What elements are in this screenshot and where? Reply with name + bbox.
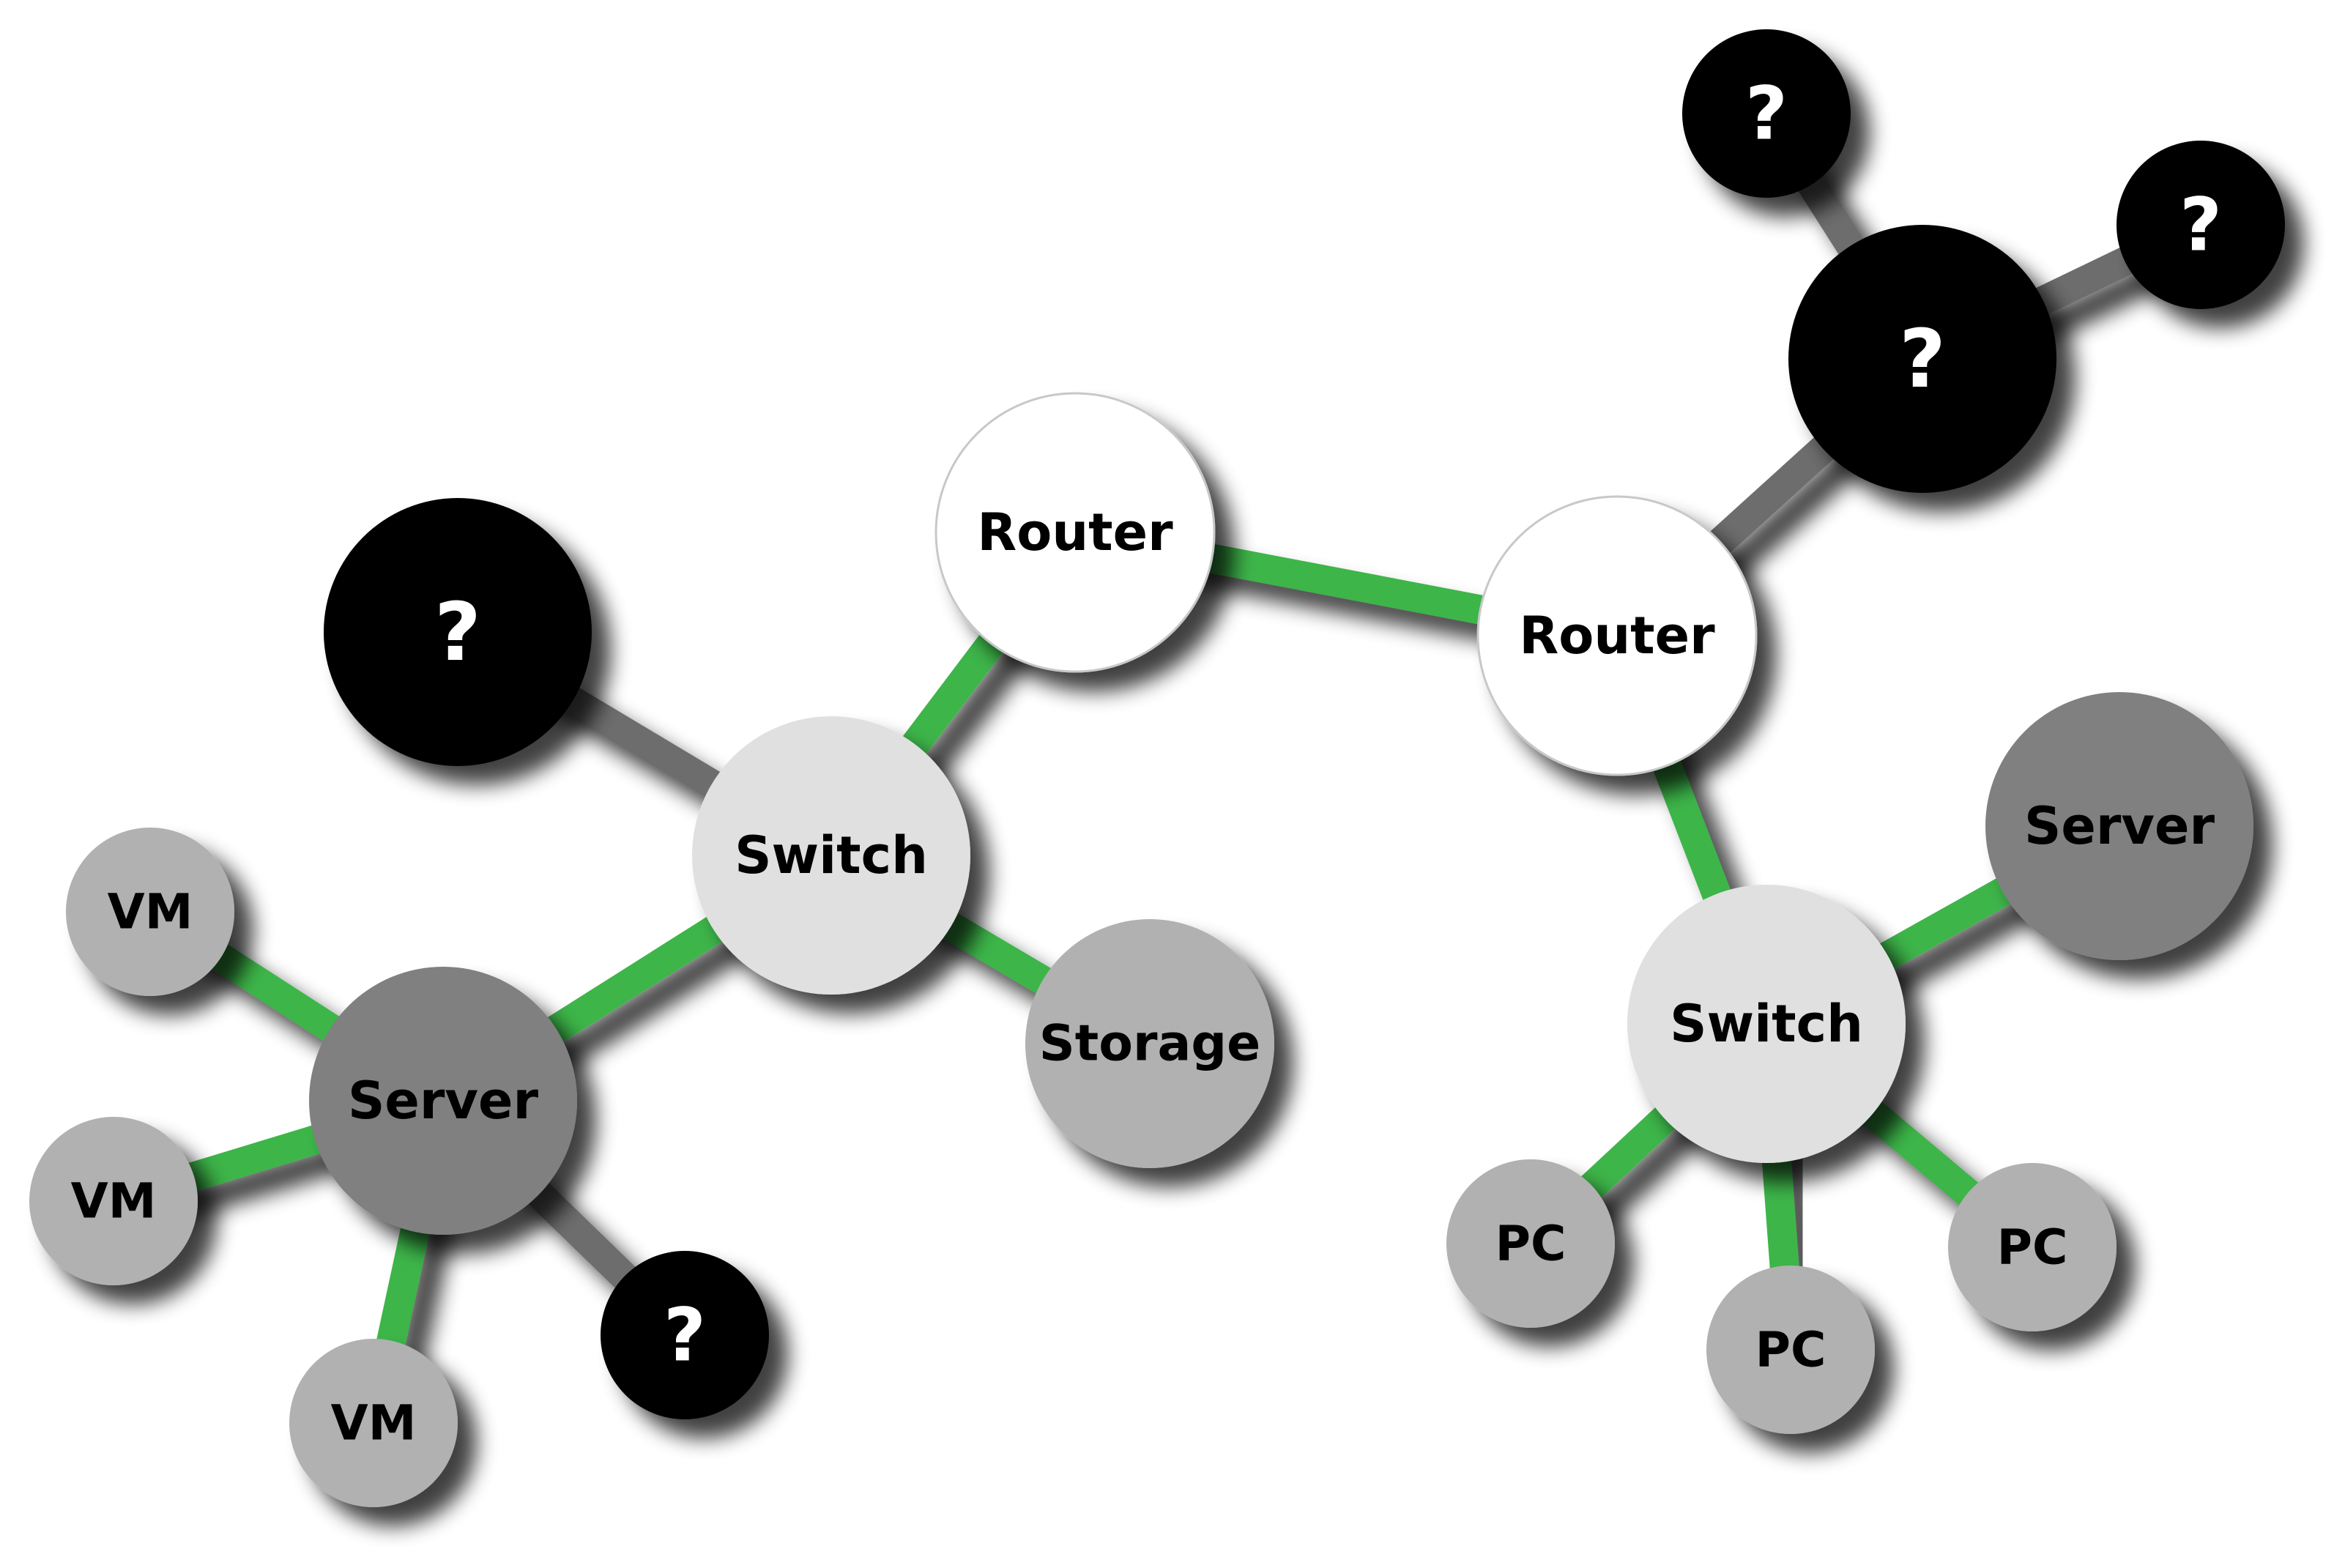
node-label: PC (1997, 1219, 2068, 1276)
nodes-layer: RouterRouterSwitchSwitchServerServerStor… (29, 29, 2285, 1507)
endpoint-circle[interactable] (1025, 919, 1274, 1168)
node-label: PC (1755, 1322, 1826, 1378)
node-server-left[interactable]: Server (309, 967, 577, 1235)
unknown-circle[interactable] (1682, 29, 1851, 198)
endpoint-circle[interactable] (1948, 1163, 2117, 1331)
node-router-left[interactable]: Router (934, 392, 1216, 673)
endpoint-circle[interactable] (1446, 1159, 1615, 1328)
node-label: VM (108, 884, 193, 940)
node-label: Switch (1670, 994, 1863, 1054)
switch-circle[interactable] (692, 716, 970, 995)
node-label: Server (2024, 796, 2215, 856)
node-label: PC (1495, 1216, 1567, 1272)
unknown-circle[interactable] (324, 498, 592, 766)
unknown-circle[interactable] (1788, 225, 2056, 493)
node-pc-3[interactable]: PC (1948, 1163, 2117, 1331)
node-label: Switch (735, 825, 928, 885)
node-unknown-2[interactable]: ? (601, 1251, 769, 1419)
endpoint-circle[interactable] (1706, 1266, 1875, 1434)
node-server-right[interactable]: Server (1985, 692, 2253, 960)
server-circle[interactable] (309, 967, 577, 1235)
endpoint-circle[interactable] (66, 828, 234, 996)
node-unknown-5[interactable]: ? (2117, 141, 2285, 309)
node-label: ? (434, 585, 481, 679)
node-pc-2[interactable]: PC (1706, 1266, 1875, 1434)
node-label: Router (977, 502, 1173, 562)
node-router-right[interactable]: Router (1476, 495, 1758, 776)
unknown-circle[interactable] (2117, 141, 2285, 309)
node-pc-1[interactable]: PC (1446, 1159, 1615, 1328)
node-label: ? (2179, 182, 2222, 268)
node-label: Storage (1039, 1015, 1260, 1073)
node-label: VM (71, 1173, 157, 1230)
node-vm-1[interactable]: VM (66, 828, 234, 996)
endpoint-circle[interactable] (29, 1117, 198, 1285)
node-switch-right[interactable]: Switch (1627, 885, 1906, 1163)
router-circle[interactable] (1476, 495, 1758, 776)
server-circle[interactable] (1985, 692, 2253, 960)
node-label: ? (1899, 312, 1946, 406)
node-unknown-3[interactable]: ? (1788, 225, 2056, 493)
node-unknown-4[interactable]: ? (1682, 29, 1851, 198)
node-label: ? (1745, 71, 1788, 157)
node-label: Server (348, 1071, 539, 1131)
endpoint-circle[interactable] (289, 1339, 458, 1507)
node-label: ? (664, 1293, 706, 1378)
node-unknown-1[interactable]: ? (324, 498, 592, 766)
node-vm-2[interactable]: VM (29, 1117, 198, 1285)
node-switch-left[interactable]: Switch (692, 716, 970, 995)
node-storage[interactable]: Storage (1025, 919, 1274, 1168)
router-circle[interactable] (934, 392, 1216, 673)
node-label: VM (331, 1395, 417, 1452)
node-label: Router (1519, 606, 1715, 666)
node-vm-3[interactable]: VM (289, 1339, 458, 1507)
unknown-circle[interactable] (601, 1251, 769, 1419)
switch-circle[interactable] (1627, 885, 1906, 1163)
